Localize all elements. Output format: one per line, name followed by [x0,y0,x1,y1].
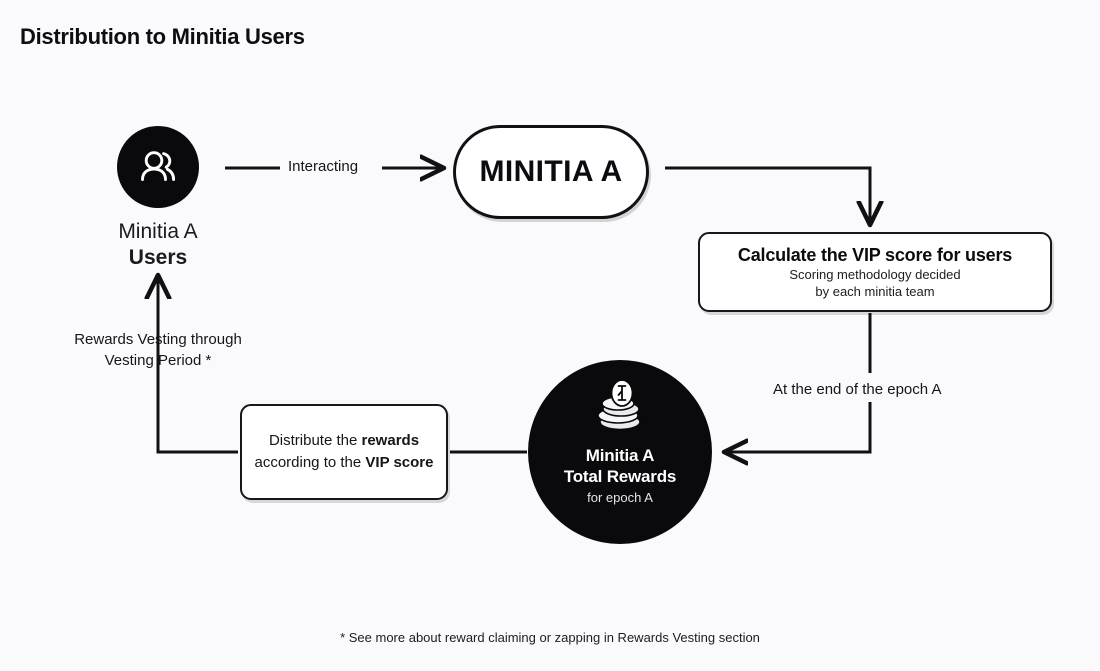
vip-score-subtitle-line2: by each minitia team [815,283,935,299]
edge-vip-to-rewards [727,402,872,452]
total-rewards-title-line2: Total Rewards [563,467,677,486]
footnote: * See more about reward claiming or zapp… [340,630,760,645]
edge-minitia-to-vip [665,166,870,222]
users-caption-line1: Minitia A [118,220,198,243]
distribute-rewards-node[interactable]: Distribute the rewards according to the … [240,404,448,500]
edge-label-epoch: At the end of the epoch A [769,379,946,400]
edge-label-vesting: Rewards Vesting through Vesting Period * [40,329,276,371]
distribute-line-2: according to the VIP score [254,452,433,474]
vip-score-title: Calculate the VIP score for users [737,244,1013,265]
vesting-label-line2: Vesting Period * [104,352,212,369]
minitia-a-node[interactable]: MINITIA A [453,125,649,219]
vesting-label-line1: Rewards Vesting through [74,331,242,348]
users-group-icon [141,151,176,181]
distribute-line-1: Distribute the rewards [269,430,419,452]
edge-label-interacting: Interacting [288,158,359,175]
minitia-a-label: MINITIA A [479,155,623,188]
vip-score-node[interactable]: Calculate the VIP score for users Scorin… [698,232,1052,312]
total-rewards-title: Minitia A Total Rewards [563,445,677,487]
total-rewards-node[interactable]: Minitia A Total Rewards for epoch A [528,360,712,544]
total-rewards-subtitle: for epoch A [587,490,653,505]
distribute-line-1-bold: rewards [361,432,420,449]
total-rewards-title-line1: Minitia A [585,446,655,465]
page-title: Distribution to Minitia Users [20,24,305,49]
users-caption: Minitia A Users [58,219,258,271]
distribute-line-2-bold: VIP score [365,454,434,471]
distribute-line-1-prefix: Distribute the [268,432,362,449]
users-avatar [117,126,199,208]
distribute-line-2-prefix: according to the [254,454,366,471]
users-node: Minitia A Users [58,126,258,271]
coin-stack-icon [592,378,648,439]
vip-score-subtitle-line1: Scoring methodology decided [789,266,961,282]
users-caption-line2: Users [128,246,188,269]
